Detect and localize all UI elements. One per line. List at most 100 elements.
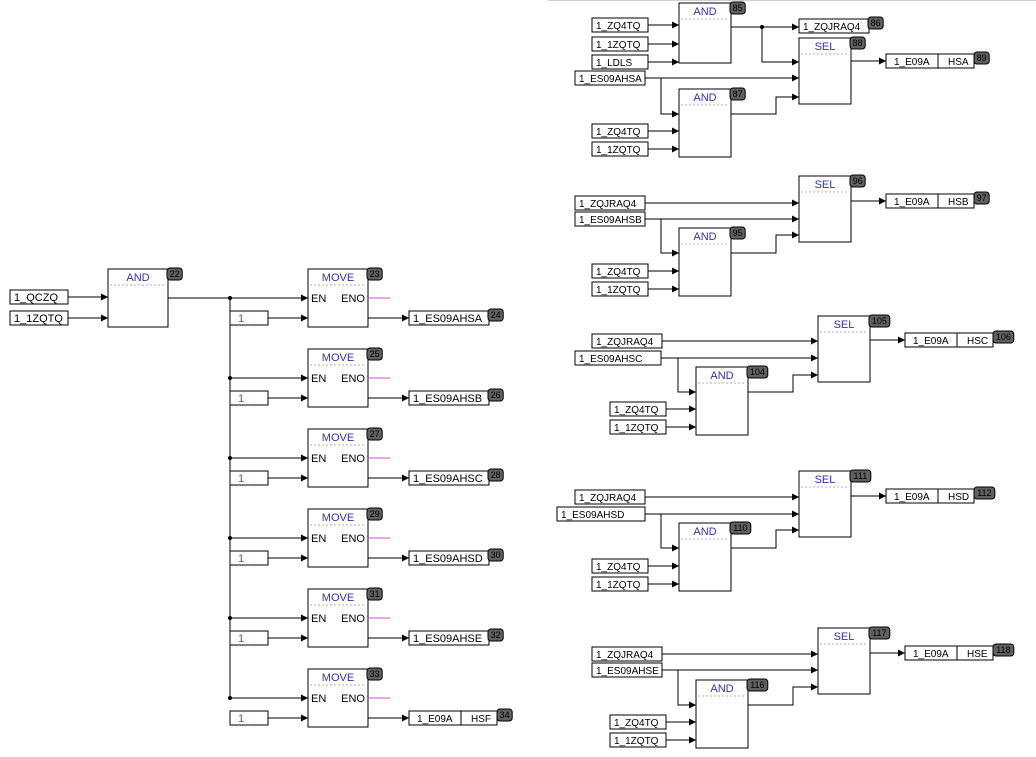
input-zq4tq[interactable]: 1_ZQ4TQ <box>614 718 659 729</box>
block-body[interactable] <box>307 428 369 488</box>
constant-value[interactable]: 1 <box>238 553 244 565</box>
block-number-badge: 22 <box>166 267 183 281</box>
output-tag[interactable]: 1_ES09AHSB <box>413 393 482 405</box>
block-body[interactable] <box>817 315 871 383</box>
block-number: 112 <box>977 488 991 498</box>
and-block-104[interactable]: AND <box>695 366 749 436</box>
input-1zqtq[interactable]: 1_1ZQTQ <box>14 313 63 325</box>
en-pin: EN <box>311 613 326 625</box>
input-zq4tq[interactable]: 1_ZQ4TQ <box>596 267 641 278</box>
input-1zqtq[interactable]: 1_1ZQTQ <box>596 580 641 591</box>
block-body[interactable] <box>107 268 169 328</box>
block-number: 89 <box>977 53 987 63</box>
output-suffix: HSC <box>967 336 988 347</box>
constant-value[interactable]: 1 <box>238 633 244 645</box>
input-1zqtq[interactable]: 1_1ZQTQ <box>596 285 641 296</box>
arrow-head <box>811 650 818 658</box>
block-body[interactable] <box>695 366 749 436</box>
input-zqjraq4[interactable]: 1_ZQJRAQ4 <box>579 493 637 504</box>
sel-block-88[interactable]: SEL <box>798 37 852 105</box>
block-body[interactable] <box>678 227 732 297</box>
block-number: 30 <box>491 550 501 560</box>
block-body[interactable] <box>695 679 749 749</box>
output-suffix: HSD <box>948 492 969 503</box>
block-body[interactable] <box>678 2 732 64</box>
block-body[interactable] <box>678 522 732 592</box>
block-body[interactable] <box>307 508 369 568</box>
sel-block-111[interactable]: SEL <box>798 470 852 538</box>
input-zq4tq[interactable]: 1_ZQ4TQ <box>596 127 641 138</box>
badge-bg <box>487 468 504 482</box>
block-body[interactable] <box>798 470 852 538</box>
badge-bg <box>729 87 746 101</box>
input-1-es09ahsb[interactable]: 1_ES09AHSB <box>579 215 642 226</box>
input-es09ahsa[interactable]: 1_ES09AHSA <box>579 74 642 85</box>
constant-value[interactable]: 1 <box>238 313 244 325</box>
output-tag[interactable]: 1_ES09AHSD <box>413 553 483 565</box>
constant-input-box[interactable] <box>229 630 269 646</box>
constant-input-box[interactable] <box>229 310 269 326</box>
block-body[interactable] <box>817 627 871 695</box>
constant-input-box[interactable] <box>229 710 269 726</box>
constant-input-box[interactable] <box>229 470 269 486</box>
sel-block-117[interactable]: SEL <box>817 627 871 695</box>
block-body[interactable] <box>678 88 732 158</box>
input-zq4tq[interactable]: 1_ZQ4TQ <box>596 562 641 573</box>
and-block-95[interactable]: AND <box>678 227 732 297</box>
block-number: 22 <box>170 269 180 279</box>
and-block-110[interactable]: AND <box>678 522 732 592</box>
input-zqjraq4[interactable]: 1_ZQJRAQ4 <box>596 650 654 661</box>
input-1zqtq[interactable]: 1_1ZQTQ <box>596 145 641 156</box>
input-1-es09ahsc[interactable]: 1_ES09AHSC <box>579 354 642 365</box>
input-zqjraq4[interactable]: 1_ZQJRAQ4 <box>579 199 637 210</box>
block-body[interactable] <box>307 348 369 408</box>
input-1-es09ahse[interactable]: 1_ES09AHSE <box>596 666 659 677</box>
output-tag[interactable]: 1_ES09AHSE <box>413 633 482 645</box>
and-block-22[interactable]: AND <box>107 268 169 328</box>
arrow-head <box>301 314 308 322</box>
input-zq4tq[interactable]: 1_ZQ4TQ <box>614 405 659 416</box>
output-zqjraq4[interactable]: 1_ZQJRAQ4 <box>803 22 861 33</box>
constant-value[interactable]: 1 <box>238 393 244 405</box>
block-number: 27 <box>370 429 380 439</box>
input-1-es09ahsd[interactable]: 1_ES09AHSD <box>561 510 624 521</box>
output-tag[interactable]: 1_ES09AHSC <box>413 473 483 485</box>
arrow-head <box>898 336 905 344</box>
input-1zqtq[interactable]: 1_1ZQTQ <box>614 423 659 434</box>
badge-bg <box>487 388 504 402</box>
and-block-87[interactable]: AND <box>678 88 732 158</box>
eno-pin: ENO <box>341 693 365 705</box>
constant-value[interactable]: 1 <box>238 473 244 485</box>
sel-block-105[interactable]: SEL <box>817 315 871 383</box>
block-number-badge: 28 <box>487 468 504 482</box>
input-ldls[interactable]: 1_LDLS <box>596 58 632 69</box>
constant-input-box[interactable] <box>229 390 269 406</box>
input-1zqtq[interactable]: 1_1ZQTQ <box>614 736 659 747</box>
block-body[interactable] <box>798 175 852 243</box>
block-body[interactable] <box>307 268 369 328</box>
and-block-85[interactable]: AND <box>678 2 732 64</box>
constant-value[interactable]: 1 <box>238 713 244 725</box>
sel-block-96[interactable]: SEL <box>798 175 852 243</box>
constant-input-box[interactable] <box>229 550 269 566</box>
wire <box>731 529 799 549</box>
input-qczq[interactable]: 1_QCZQ <box>14 292 58 304</box>
input-zq4tq[interactable]: 1_ZQ4TQ <box>596 21 641 32</box>
input-zqjraq4[interactable]: 1_ZQJRAQ4 <box>596 337 654 348</box>
output-tag[interactable]: 1_ES09AHSA <box>413 313 483 325</box>
block-body[interactable] <box>798 37 852 105</box>
input-1zqtq[interactable]: 1_1ZQTQ <box>596 40 641 51</box>
and-block-116[interactable]: AND <box>695 679 749 749</box>
